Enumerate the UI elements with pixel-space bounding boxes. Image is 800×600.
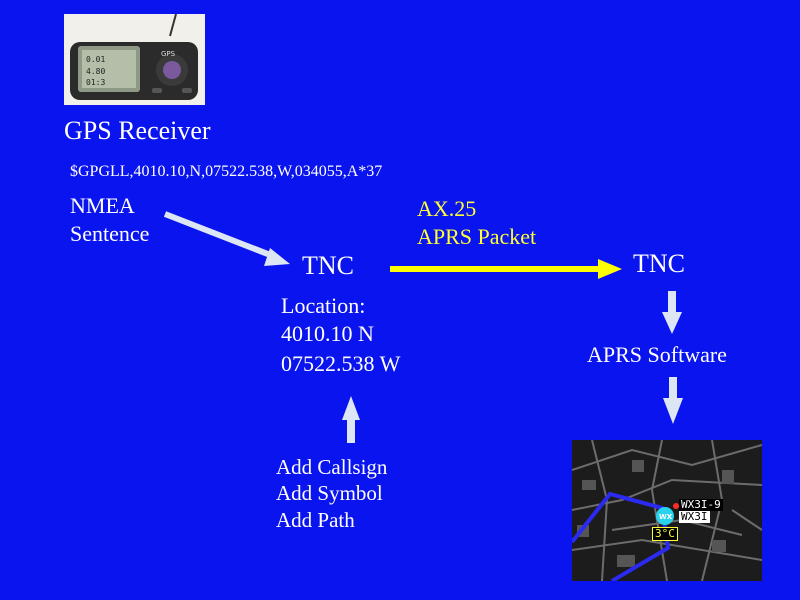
aprs-software-label: APRS Software [587, 342, 727, 367]
packet-label-line2: APRS Packet [417, 224, 537, 249]
nmea-string: $GPGLL,4010.10,N,07522.538,W,034055,A*37 [70, 163, 383, 180]
tnc-to-software-arrow [662, 291, 682, 334]
map-station-id-top: WX3I-9 [679, 498, 723, 511]
map-station-id: WX3I [679, 510, 710, 523]
gps-receiver-title: GPS Receiver [64, 116, 211, 145]
add-callsign: Add Callsign [276, 455, 388, 479]
gps-screen-line1: 0.01 [86, 55, 105, 64]
gps-brand: GPS [161, 50, 176, 58]
tnc-right-title: TNC [633, 249, 685, 278]
location-lat: 4010.10 N [281, 321, 374, 346]
nmea-label-line2: Sentence [70, 221, 150, 246]
nmea-label-line1: NMEA [70, 193, 135, 218]
location-lon: 07522.538 W [281, 351, 401, 376]
gps-screen-line3: 01:3 [86, 78, 105, 87]
packet-label-line1: AX.25 [417, 196, 477, 221]
software-to-map-arrow [663, 377, 683, 424]
tnc-left-title: TNC [302, 251, 354, 280]
map-temperature: 3°C [652, 527, 678, 541]
gps-receiver-image: 0.01 4.80 01:3 GPS [64, 14, 205, 105]
nmea-to-tnc-arrow [163, 211, 290, 266]
add-path: Add Path [276, 508, 355, 532]
map-station-icon: WX [659, 513, 673, 521]
location-label: Location: [281, 293, 366, 318]
aprs-map-image: WX WX3I-9 WX3I 3°C [572, 440, 762, 581]
adds-to-tnc-arrow [342, 396, 360, 443]
gps-screen-line2: 4.80 [86, 67, 105, 76]
packet-arrow [390, 259, 622, 279]
add-symbol: Add Symbol [276, 481, 383, 505]
